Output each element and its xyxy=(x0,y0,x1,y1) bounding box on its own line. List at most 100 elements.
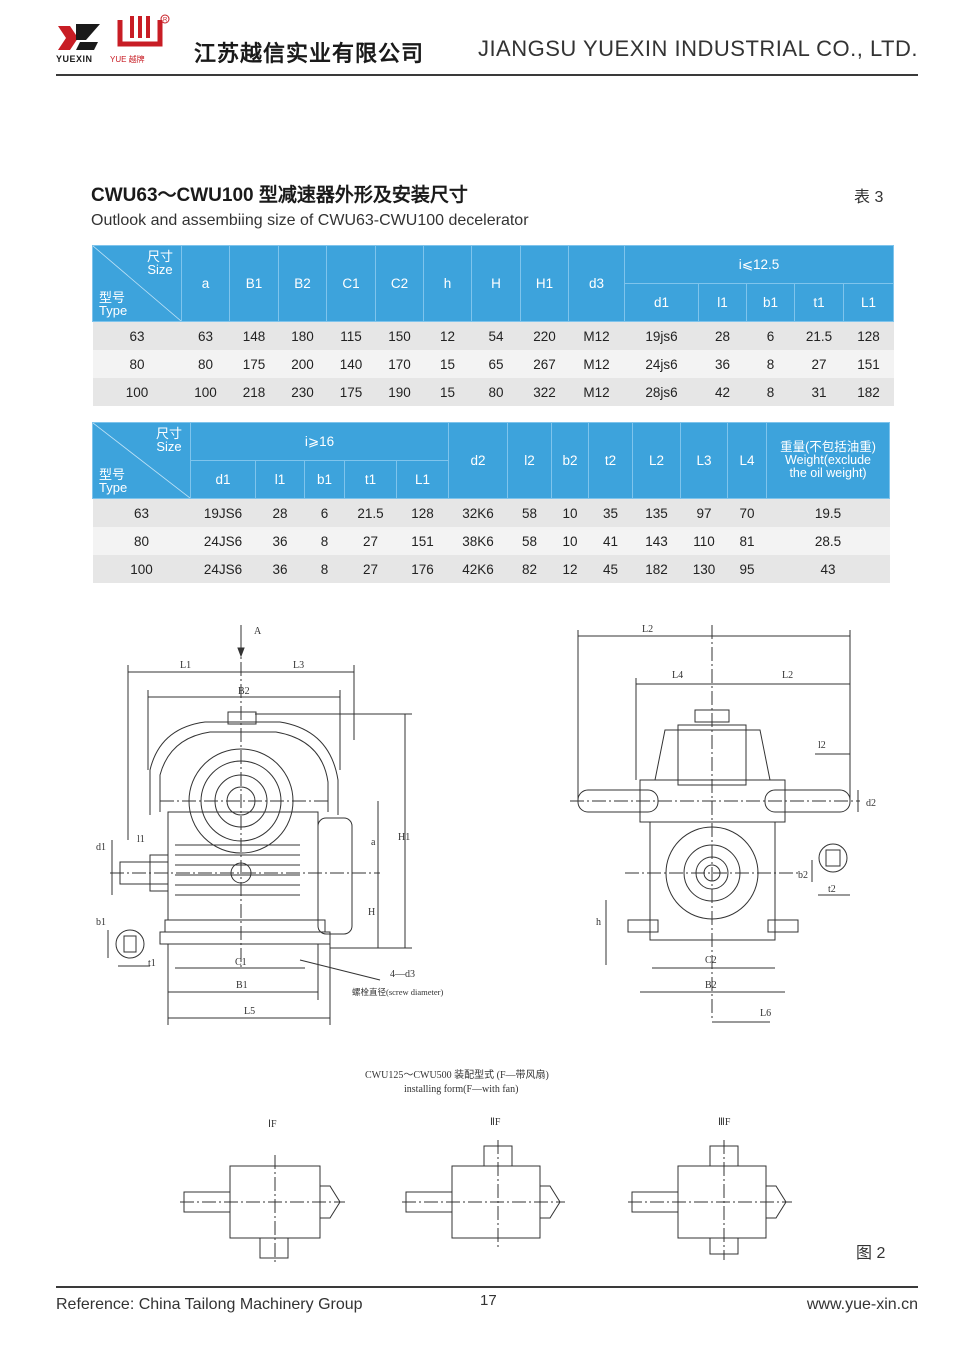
label-t2: t2 xyxy=(828,884,836,895)
label-B2-side: B2 xyxy=(705,980,717,991)
label-d1: d1 xyxy=(96,842,106,853)
company-name-cn: 江苏越信实业有限公司 xyxy=(194,41,425,66)
label-C1: C1 xyxy=(235,957,247,968)
table-cell: 21.5 xyxy=(344,498,397,527)
table-cell: 97 xyxy=(680,498,728,527)
table-cell: 81 xyxy=(727,527,767,555)
label-l1: l1 xyxy=(137,834,145,845)
col-header: t2 xyxy=(588,422,634,499)
website-link[interactable]: www.yue-xin.cn xyxy=(806,1296,918,1313)
header-divider xyxy=(56,74,918,76)
form-label-1: ⅠF xyxy=(268,1119,277,1130)
col-header: d2 xyxy=(448,422,509,499)
table-cell: 15 xyxy=(423,350,472,378)
table-cell: 63 xyxy=(92,321,182,350)
table-cell: 36 xyxy=(255,527,305,555)
col-header: d1 xyxy=(624,283,699,322)
table-cell: 95 xyxy=(727,555,767,583)
table-cell: 135 xyxy=(632,498,681,527)
table-cell: M12 xyxy=(568,350,625,378)
table-cell: 19JS6 xyxy=(190,498,256,527)
table-cell: 27 xyxy=(344,555,397,583)
col-header: h xyxy=(423,245,472,322)
page-header: YUEXIN R YUE 越牌 江苏越信实业有限公司 JIANGSU YUEXI… xyxy=(56,14,918,74)
table-cell: 176 xyxy=(396,555,449,583)
table-cell: 128 xyxy=(396,498,449,527)
reducer-outline-drawing: A L1 L3 B2 a H1 H d1 l1 b1 t1 C1 B1 L5 4… xyxy=(96,624,876,1262)
table-cell: 175 xyxy=(229,350,279,378)
corner-diagonal xyxy=(93,423,190,498)
table-cell: 230 xyxy=(278,378,327,406)
col-header: H1 xyxy=(520,245,569,322)
weight-header-en-2: the oil weight) xyxy=(789,466,867,480)
install-title-cn: CWU125～CWU500 装配型式 (F—带风扇) xyxy=(365,1068,549,1081)
form-label-3: ⅢF xyxy=(718,1117,731,1128)
install-form-1-diagram xyxy=(180,1155,345,1262)
table-cell: 12 xyxy=(551,555,589,583)
table-number: 表 3 xyxy=(854,189,884,206)
label-L4: L4 xyxy=(672,670,683,681)
table-cell: 58 xyxy=(507,498,552,527)
label-b1: b1 xyxy=(96,917,106,928)
table-cell: 100 xyxy=(92,555,191,583)
page-number: 17 xyxy=(480,1292,497,1309)
label-h: h xyxy=(596,917,601,928)
table-cell: 42K6 xyxy=(448,555,508,583)
table-cell: 143 xyxy=(632,527,681,555)
corner-type-en: Type xyxy=(99,303,128,318)
table-cell: 148 xyxy=(229,321,279,350)
form-label-2: ⅡF xyxy=(490,1117,501,1128)
table-cell: 28js6 xyxy=(624,378,699,406)
table-cell: 8 xyxy=(746,350,795,378)
label-H1: H1 xyxy=(398,832,410,843)
table-cell: 43 xyxy=(766,555,890,583)
side-view-labels: L2 L4 L2 l2 d2 b2 t2 h C2 B2 L6 xyxy=(596,624,876,1019)
svg-text:R: R xyxy=(163,18,168,24)
corner-diagonal xyxy=(93,246,181,321)
table-cell: 190 xyxy=(375,378,424,406)
col-header: L4 xyxy=(727,422,768,499)
install-form-3-diagram xyxy=(628,1140,792,1260)
label-L3: L3 xyxy=(293,660,304,671)
logo-left-text: YUEXIN xyxy=(56,54,93,64)
table-cell: 80 xyxy=(471,378,521,406)
label-bolt: 4—d3 xyxy=(390,969,415,980)
col-header: C2 xyxy=(375,245,424,322)
install-title-en: installing form(F—with fan) xyxy=(404,1084,518,1095)
table-cell: 58 xyxy=(507,527,552,555)
table-cell: 54 xyxy=(471,321,521,350)
table-cell: 200 xyxy=(278,350,327,378)
table-cell: 65 xyxy=(471,350,521,378)
table-cell: 6 xyxy=(746,321,795,350)
col-header: B2 xyxy=(278,245,327,322)
table-cell: 28 xyxy=(698,321,747,350)
table-cell: 218 xyxy=(229,378,279,406)
col-header: t1 xyxy=(794,283,844,322)
col-header: l1 xyxy=(255,460,305,499)
table-cell: 267 xyxy=(520,350,569,378)
table-cell: 27 xyxy=(794,350,844,378)
table-cell: 8 xyxy=(746,378,795,406)
yue-brand-mark: R xyxy=(117,14,170,47)
table-cell: 15 xyxy=(423,378,472,406)
corner-type-en: Type xyxy=(99,480,128,495)
table-cell: 150 xyxy=(375,321,424,350)
table-cell: 42 xyxy=(698,378,747,406)
table-cell: 170 xyxy=(375,350,424,378)
weight-header: 重量(不包括油重) Weight(exclude the oil weight) xyxy=(766,422,891,499)
label-b2: b2 xyxy=(798,870,808,881)
table-cell: 24JS6 xyxy=(190,527,256,555)
label-L6: L6 xyxy=(760,1008,771,1019)
col-header: L1 xyxy=(842,283,895,322)
col-header: d1 xyxy=(190,460,256,499)
table-cell: 175 xyxy=(326,378,376,406)
corner-size-cn: 尺寸 xyxy=(155,426,182,441)
table-cell: 140 xyxy=(326,350,376,378)
